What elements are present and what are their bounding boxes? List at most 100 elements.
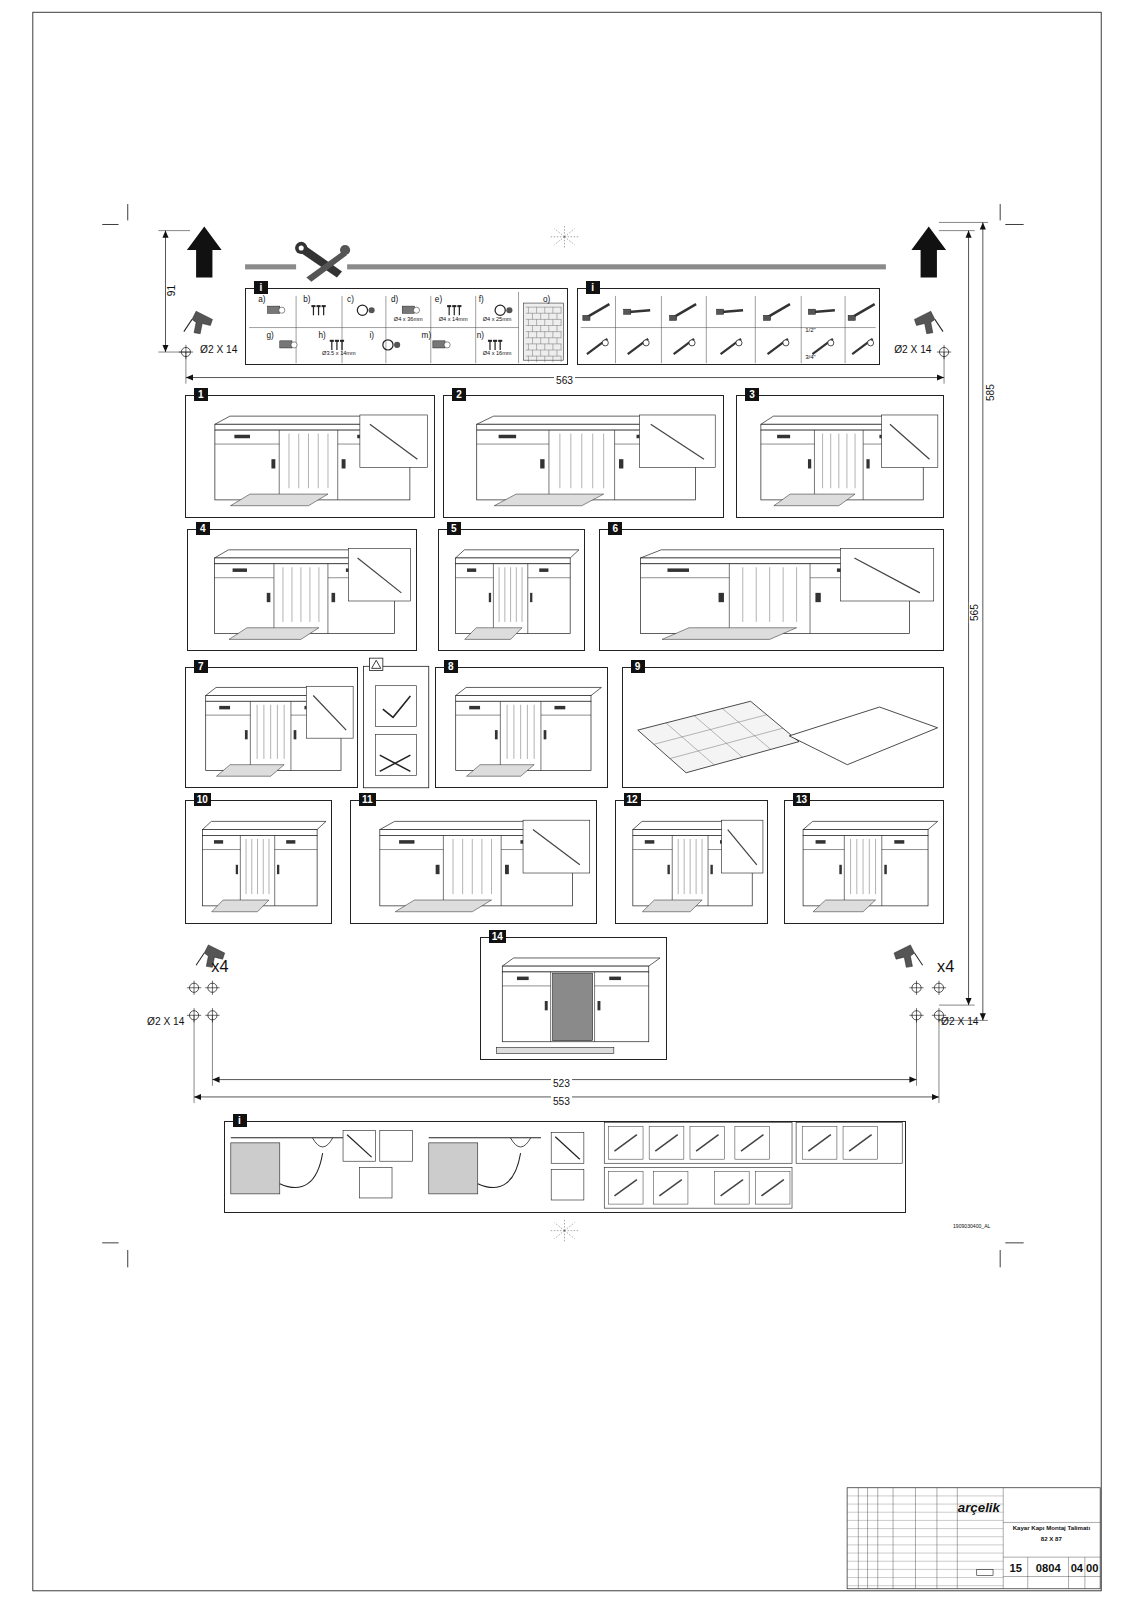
info-sketch [696,1135,718,1151]
drill-icon [184,311,213,333]
rack-line [783,567,784,622]
cell-divider [661,296,662,363]
screw-head [330,340,334,342]
part-shape [506,307,512,313]
step-panel: 12 [615,800,768,924]
step-number: 14 [489,930,506,943]
part-icon [357,305,374,315]
rack-line [246,839,247,894]
brick-line [561,332,562,338]
wrench-hole [299,245,304,250]
grid-line [694,716,742,758]
cell-divider [249,327,518,328]
cabinet-divider [881,835,882,905]
drill-body [192,311,212,333]
brick-line [561,356,562,362]
cabinet-divider [279,430,280,500]
part-shape [383,340,393,350]
drill-size: Ø2 X 14 [147,1016,184,1027]
drill-bit [184,319,192,331]
dimension: 563 [554,375,575,386]
countertop-edge [456,558,571,564]
screw [318,306,319,315]
table-line [1003,1488,1004,1589]
part-shape [291,342,297,348]
detail-line [358,558,402,593]
tool-part [783,340,789,346]
handle [540,459,544,468]
brick-line [540,326,541,332]
tool-icon [763,304,790,354]
tool-grip [848,315,855,320]
rack-line [510,567,511,622]
info-panel: i [224,1121,907,1213]
part-size: Ø4 x 36mm [394,316,423,322]
cabinet-divider [273,564,274,634]
rack-line [308,434,309,489]
handle [219,706,230,709]
part-shape [433,341,445,348]
cell-divider [615,296,616,363]
appliance-door [553,973,593,1040]
handle [777,435,790,438]
brick-line [540,350,541,356]
brick-line [544,319,545,325]
drawer-line [456,715,501,716]
step-illustration [206,686,353,776]
detail-box [360,415,427,467]
door-open [642,900,702,912]
crop-mark [127,1250,128,1267]
handle [894,840,904,844]
tool-part [736,340,742,346]
step-panel: 6 [599,529,944,652]
cabinet-divider [327,564,328,634]
info-subbox [714,1171,749,1204]
cross [916,981,917,995]
cabinet-body [803,835,928,905]
info-sketch [808,1135,830,1151]
table-line [1003,1576,1100,1577]
cabinet-divider [672,835,673,905]
info-subbox [690,1127,725,1160]
rack-line [472,839,473,894]
screw [323,306,324,315]
brick-line [532,326,533,332]
handle [332,593,336,602]
tool-icon [583,304,610,354]
part-letter: d) [391,295,398,304]
step-number: 11 [359,793,376,806]
rack-line [277,705,278,759]
step-illustration [203,821,326,911]
quantity: x4 [211,958,228,976]
rack-line [491,839,492,894]
rack-line [756,567,757,622]
registration-ray [554,1231,564,1239]
brick-line [528,332,529,338]
step-number: 7 [194,660,208,673]
brick-line [556,350,557,356]
rack-line [603,434,604,489]
brick-line [544,307,545,313]
drill-body [894,945,914,967]
countertop [203,821,326,829]
rack-line [769,567,770,622]
dimension: 91 [166,285,177,296]
tool-part [828,340,834,346]
tool-icon [848,304,875,354]
part-letter: a) [258,295,265,304]
handle [436,865,440,874]
part-shape [268,306,280,313]
document-title: Kayar Kapı Montaj Talimatı [1013,1525,1090,1532]
countertop [502,958,660,966]
drill-point [909,1008,923,1022]
brick-line [552,307,553,313]
screw [449,306,450,315]
table-line [847,1495,1003,1496]
dimension: 565 [969,602,980,623]
detail-line [854,558,920,593]
tool-grip [583,315,590,320]
rack-line [288,434,289,489]
drill-icon [894,945,923,967]
drill-size: Ø2 X 14 [894,344,931,355]
table-line [847,1561,1003,1562]
